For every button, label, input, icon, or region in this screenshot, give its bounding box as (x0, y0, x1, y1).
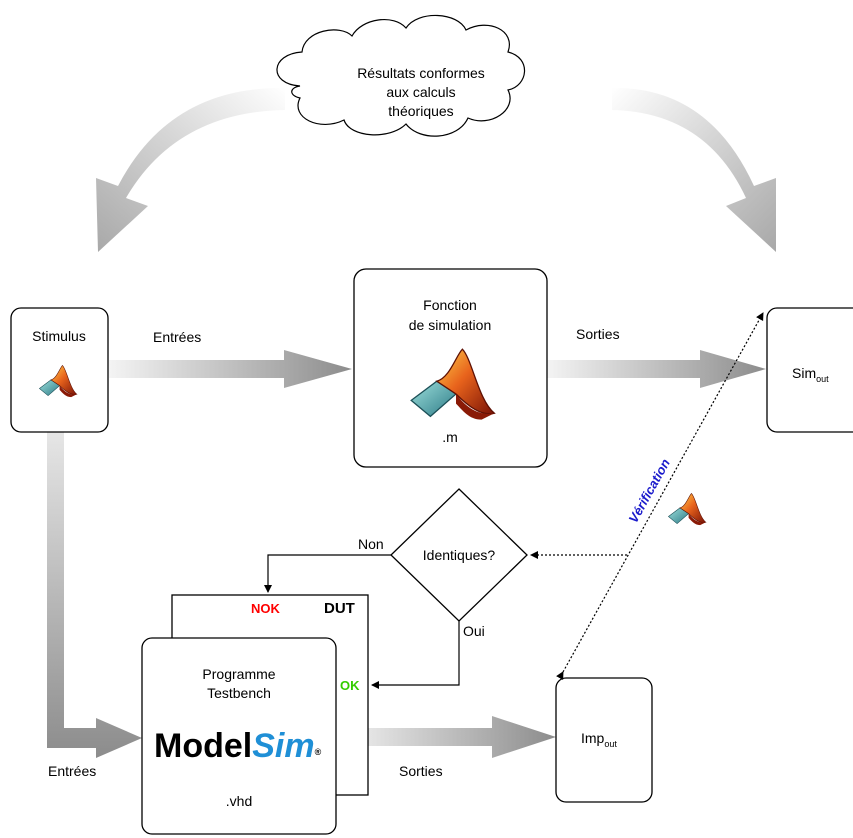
entrees-bottom-label: Entrées (48, 763, 96, 779)
imp-out-label: Impout (581, 730, 617, 749)
modelsim-logo: ModelSim® (154, 727, 322, 765)
simulation-title-line-2: de simulation (409, 317, 492, 333)
cloud-text-line-1: Résultats conformes (357, 65, 485, 81)
nok-label: NOK (251, 601, 281, 616)
simulation-function-box: Fonction de simulation .m (353, 268, 548, 468)
cloud-text-line-2: aux calculs (386, 84, 455, 100)
dut-label: DUT (324, 600, 355, 617)
sorties-bottom-label: Sorties (399, 763, 443, 779)
sim-out-label: Simout (792, 365, 829, 384)
simulation-title-line-1: Fonction (423, 297, 477, 313)
decision-label: Identiques? (423, 547, 496, 563)
entrees-top-arrow (109, 350, 352, 388)
simulation-extension: .m (442, 429, 458, 445)
testbench-box: Programme Testbench ModelSim® .vhd (141, 637, 337, 835)
identiques-decision: Identiques? (390, 488, 528, 622)
stimulus-down-arrow (47, 432, 142, 758)
non-label: Non (358, 536, 384, 552)
testbench-title-line-1: Programme (202, 666, 275, 682)
results-cloud: Résultats conformes aux calculs théoriqu… (276, 14, 526, 137)
cloud-text-line-3: théoriques (388, 103, 453, 119)
entrees-top-label: Entrées (153, 329, 201, 345)
stimulus-label: Stimulus (32, 328, 86, 344)
ok-label: OK (340, 678, 360, 693)
cloud-to-stimulus-arrow (96, 87, 285, 252)
sorties-bottom-arrow (336, 716, 556, 758)
sorties-top-arrow (547, 350, 766, 388)
sim-out-box: Simout (766, 307, 853, 433)
non-connector (264, 554, 391, 593)
oui-label: Oui (463, 623, 485, 639)
verification-label: Vérification (626, 456, 673, 525)
sorties-top-label: Sorties (576, 326, 620, 342)
verification-arrow (556, 312, 764, 681)
testbench-extension: .vhd (226, 793, 252, 809)
imp-out-box: Impout (555, 677, 653, 803)
testbench-title-line-2: Testbench (207, 685, 271, 701)
cloud-to-simout-arrow (612, 87, 776, 252)
oui-connector (371, 621, 460, 689)
matlab-logo-icon (668, 493, 707, 526)
stimulus-box: Stimulus (10, 307, 109, 433)
